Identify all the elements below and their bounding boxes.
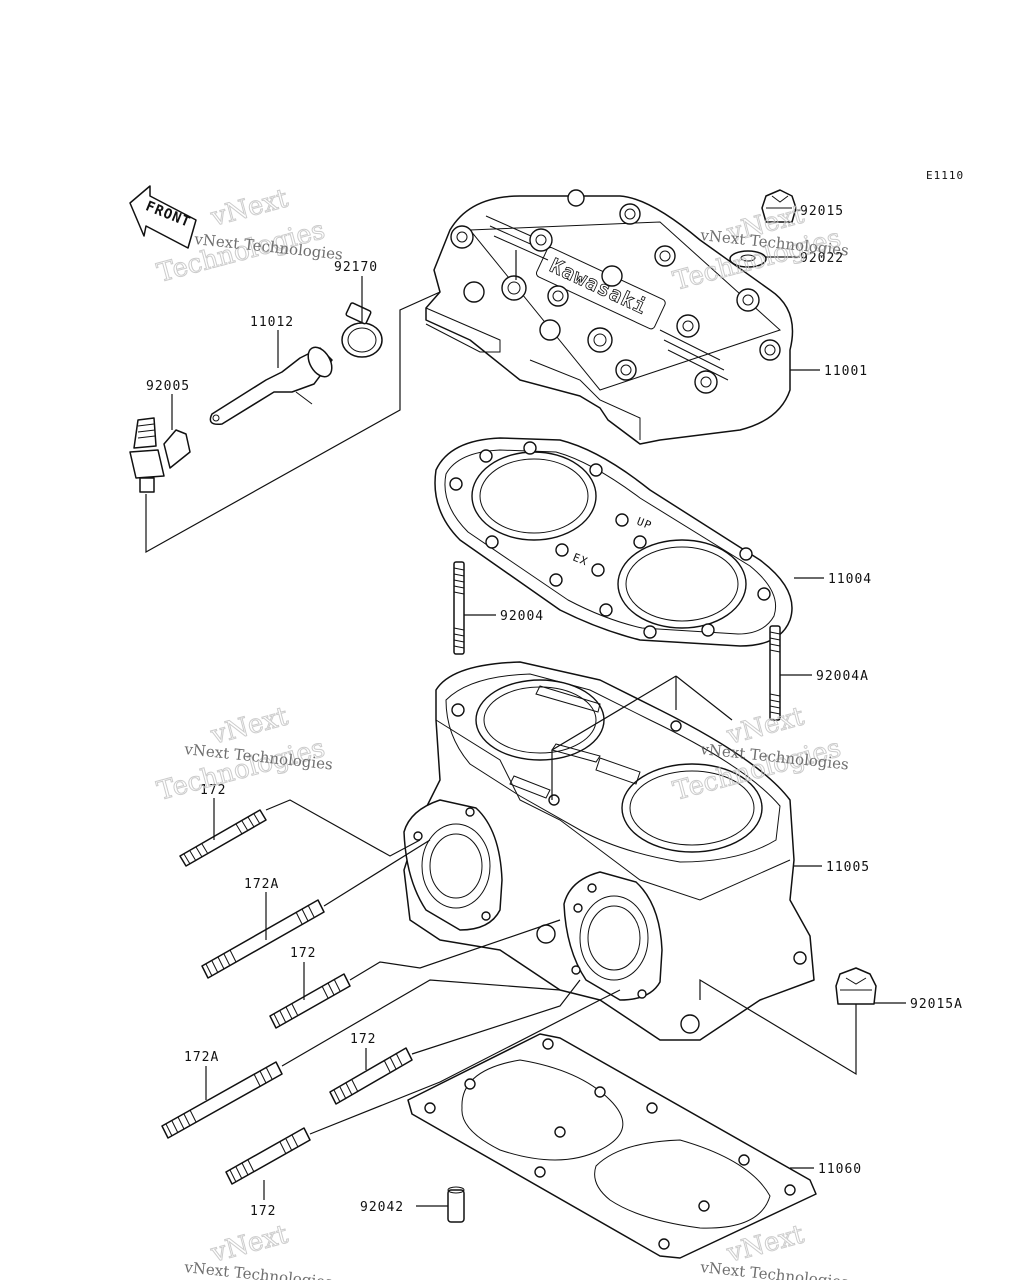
watermark-3: vNext Technologies vNext Technologies — [154, 701, 334, 807]
label-172a-b: 172A — [184, 1050, 219, 1065]
leader-lines — [145, 209, 906, 1207]
washer-92022 — [729, 250, 767, 268]
watermark-5: vNext vNext Technologies — [183, 1219, 334, 1280]
stud-172a-a — [201, 899, 325, 979]
label-172-c: 172 — [350, 1032, 376, 1047]
label-92170: 92170 — [334, 260, 378, 275]
stud-172-b — [269, 973, 351, 1029]
stud-172-c — [329, 1047, 413, 1105]
front-arrow-icon: FRONT — [129, 185, 197, 249]
stud-172-d — [225, 1127, 311, 1185]
label-11001: 11001 — [824, 364, 868, 379]
label-92004: 92004 — [500, 609, 544, 624]
svg-text:vNext Technologies: vNext Technologies — [699, 1258, 850, 1280]
label-92022: 92022 — [800, 251, 844, 266]
label-92015: 92015 — [800, 204, 844, 219]
label-11004: 11004 — [828, 572, 872, 587]
label-92015a: 92015A — [910, 997, 963, 1012]
gasket-ex-mark: EX — [571, 551, 590, 569]
label-11060: 11060 — [818, 1162, 862, 1177]
label-172-d: 172 — [250, 1204, 276, 1219]
stud-92004a — [769, 625, 781, 721]
cap-nut-92015 — [761, 189, 797, 223]
label-92004a: 92004A — [816, 669, 869, 684]
cap-nut-92015a — [835, 967, 877, 1005]
sensor-11012 — [209, 346, 333, 426]
stud-172a-b — [161, 1061, 283, 1139]
gasket-up-mark: UP — [635, 515, 654, 533]
part-labels: 92015 92022 92170 11012 92005 11001 1100… — [146, 204, 963, 1219]
label-172a-a: 172A — [244, 877, 279, 892]
stud-92004 — [453, 561, 465, 655]
label-172-b: 172 — [290, 946, 316, 961]
stud-172-a — [179, 809, 267, 867]
cylinder-block — [403, 661, 815, 1041]
label-92005: 92005 — [146, 379, 190, 394]
fitting-92005 — [129, 417, 191, 493]
cylinder-head: Kawasaki — [425, 189, 794, 445]
dowel-92042 — [447, 1186, 465, 1223]
diagram-id: E1110 — [926, 169, 964, 182]
head-gasket: UP EX — [434, 437, 793, 647]
label-11012: 11012 — [250, 315, 294, 330]
svg-text:vNext Technologies: vNext Technologies — [183, 1258, 334, 1280]
label-92042: 92042 — [360, 1200, 404, 1215]
label-172-a: 172 — [200, 783, 226, 798]
base-gasket — [407, 1033, 817, 1259]
label-11005: 11005 — [826, 860, 870, 875]
